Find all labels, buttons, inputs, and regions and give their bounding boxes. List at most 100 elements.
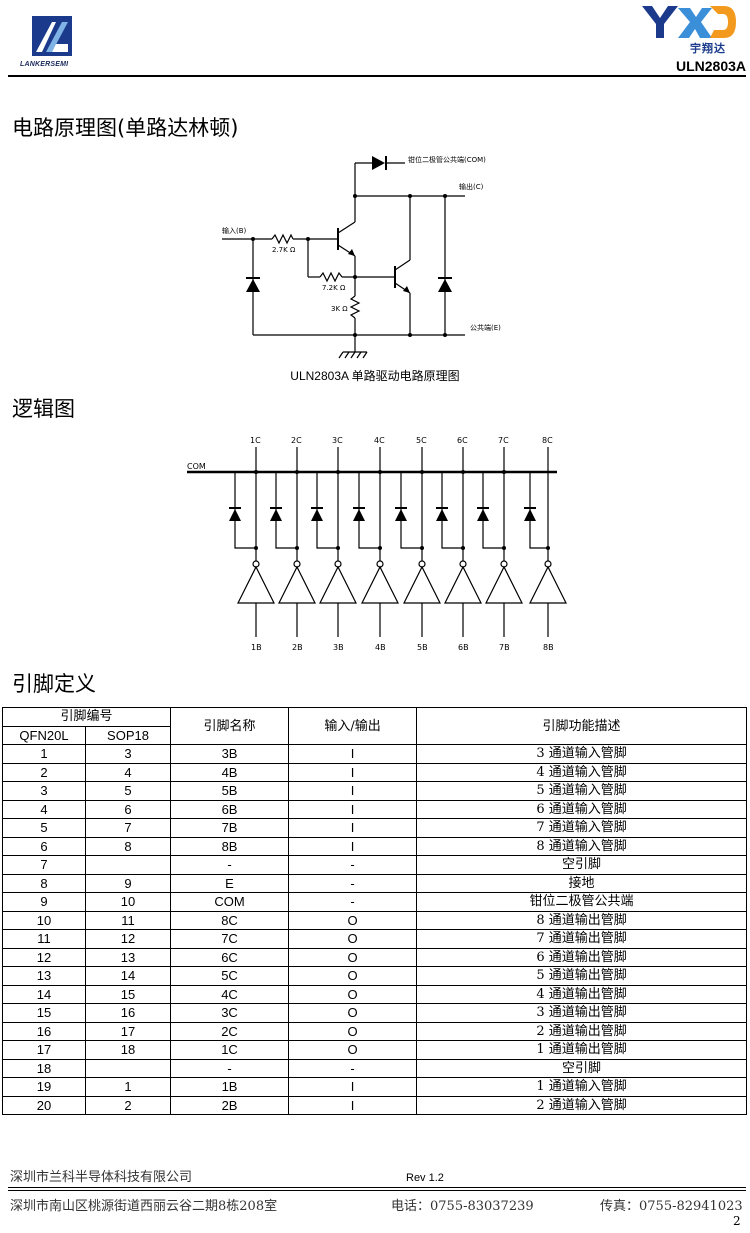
output-label: 3C xyxy=(332,436,343,445)
output-label: 5C xyxy=(416,436,427,445)
yxd-logo xyxy=(638,2,738,54)
junction-dot xyxy=(336,470,340,474)
schematic-clamp-label: 钳位二极管公共端(COM) xyxy=(408,155,486,164)
junction-dot xyxy=(378,546,382,550)
sop-cell: 15 xyxy=(84,984,172,1004)
sop-cell: 17 xyxy=(84,1021,172,1041)
pin-name-cell: 4C xyxy=(170,984,290,1004)
io-cell: O xyxy=(288,929,418,949)
function-cell: 接地 xyxy=(416,873,748,893)
input-label: 1B xyxy=(251,643,262,652)
output-label: 4C xyxy=(374,436,385,445)
io-cell: O xyxy=(288,910,418,930)
pin-name-cell: - xyxy=(170,1058,290,1078)
clamp-diode-bar xyxy=(524,507,536,509)
sop-cell: 4 xyxy=(84,762,172,782)
function-cell: 4 通道输出管脚 xyxy=(416,984,748,1004)
qfn-cell: 15 xyxy=(2,1003,86,1023)
pin-name-cell: E xyxy=(170,873,290,893)
pin-name-cell: 3B xyxy=(170,744,290,764)
io-cell: I xyxy=(288,799,418,819)
pin-name-cell: 4B xyxy=(170,762,290,782)
inverter-gate xyxy=(278,565,316,604)
qfn-cell: 9 xyxy=(2,892,86,912)
header-rule xyxy=(8,75,746,77)
resistor-r3-label: 3K Ω xyxy=(331,305,348,313)
footer-rule xyxy=(8,1187,746,1188)
io-cell: I xyxy=(288,1095,418,1115)
sop-cell: 18 xyxy=(84,1040,172,1060)
pin-name-cell: 1C xyxy=(170,1040,290,1060)
junction-dot xyxy=(420,470,424,474)
schematic-caption: ULN2803A 单路驱动电路原理图 xyxy=(290,369,460,383)
io-cell: - xyxy=(288,873,418,893)
qfn-cell: 12 xyxy=(2,947,86,967)
io-cell: I xyxy=(288,781,418,801)
qfn-cell: 5 xyxy=(2,818,86,838)
junction-dot xyxy=(502,470,506,474)
pin-name-cell: 7B xyxy=(170,818,290,838)
io-cell: I xyxy=(288,836,418,856)
junction-dot xyxy=(546,546,550,550)
clamp-diode-wire xyxy=(316,472,338,549)
sop-cell: 12 xyxy=(84,929,172,949)
lankersemi-logo xyxy=(22,14,82,74)
clamp-diode-wire xyxy=(358,472,380,549)
io-cell: I xyxy=(288,762,418,782)
function-cell: 空引脚 xyxy=(416,1058,748,1078)
clamp-diode xyxy=(436,509,448,521)
function-cell: 5 通道输出管脚 xyxy=(416,966,748,986)
output-label: 1C xyxy=(250,436,261,445)
io-cell: O xyxy=(288,947,418,967)
function-cell: 3 通道输入管脚 xyxy=(416,744,748,764)
io-cell: I xyxy=(288,818,418,838)
qfn-cell: 7 xyxy=(2,855,86,875)
right-logo-cn: 宇翔达 xyxy=(690,42,726,55)
darlington-schematic: 输入(B) 钳位二极管公共端(COM) 输出(C) 公共端(E) 2.7K Ω … xyxy=(222,155,501,359)
header-qfn: QFN20L xyxy=(2,725,86,745)
sop-cell: 16 xyxy=(84,1003,172,1023)
io-cell: O xyxy=(288,1040,418,1060)
input-label: 4B xyxy=(375,643,386,652)
qfn-cell: 2 xyxy=(2,762,86,782)
function-cell: 6 通道输入管脚 xyxy=(416,799,748,819)
sop-cell: 7 xyxy=(84,818,172,838)
table-row: 18--空引脚 xyxy=(2,1058,748,1078)
pin-name-cell: 1B xyxy=(170,1077,290,1097)
page-number: 2 xyxy=(733,1214,741,1228)
qfn-cell: 20 xyxy=(2,1095,86,1115)
inverter-gate xyxy=(485,565,523,604)
qfn-cell: 19 xyxy=(2,1077,86,1097)
input-label: 8B xyxy=(543,643,554,652)
qfn-cell: 3 xyxy=(2,781,86,801)
clamp-diode xyxy=(477,509,489,521)
inverter-gate xyxy=(319,565,357,604)
schematic-output-label: 输出(C) xyxy=(459,182,484,191)
clamp-diode-wire xyxy=(275,472,297,549)
function-cell: 1 通道输入管脚 xyxy=(416,1077,748,1097)
part-number: ULN2803A xyxy=(675,58,746,74)
header-function: 引脚功能描述 xyxy=(416,707,748,745)
input-label: 2B xyxy=(292,643,303,652)
function-cell: 6 通道输出管脚 xyxy=(416,947,748,967)
qfn-cell: 18 xyxy=(2,1058,86,1078)
output-label: 6C xyxy=(457,436,468,445)
clamp-diode xyxy=(270,509,282,521)
clamp-diode xyxy=(311,509,323,521)
function-cell: 8 通道输入管脚 xyxy=(416,836,748,856)
schematic-input-label: 输入(B) xyxy=(222,226,247,235)
qfn-cell: 16 xyxy=(2,1021,86,1041)
clamp-diode-bar xyxy=(353,507,365,509)
sop-cell: 10 xyxy=(84,892,172,912)
io-cell: - xyxy=(288,892,418,912)
